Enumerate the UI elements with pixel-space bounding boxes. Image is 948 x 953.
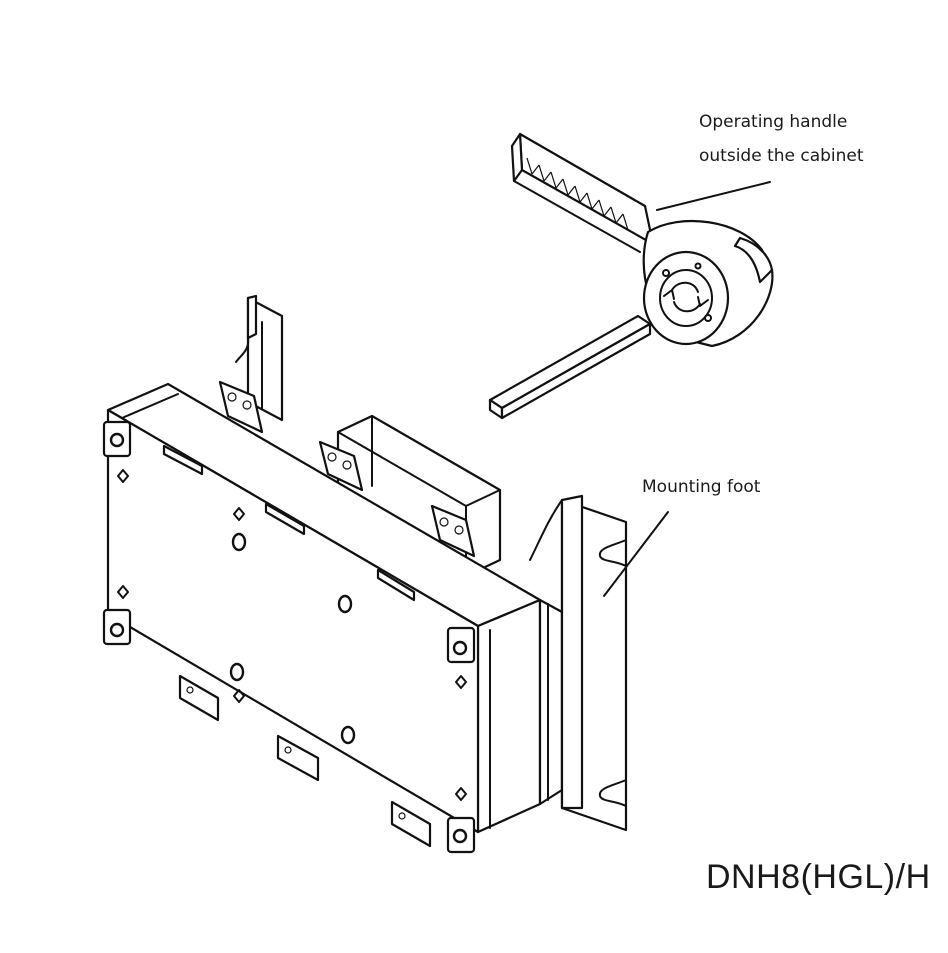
switch-body: [102, 380, 564, 854]
handle-leader-line: [656, 181, 771, 211]
front-face-holes: [117, 469, 467, 801]
top-terminals: [218, 380, 476, 558]
square-shaft: [488, 314, 652, 420]
handle-label-line2: outside the cabinet: [699, 146, 864, 166]
mounting-foot-label: Mounting foot: [642, 477, 761, 497]
bottom-terminals: [178, 674, 432, 848]
mounting-foot: [529, 494, 628, 832]
grip-ribs: [526, 157, 629, 231]
model-label: DNH8(HGL)/H: [706, 858, 931, 896]
foot-leader-line: [603, 511, 669, 597]
rear-mounting-bracket: [235, 294, 284, 422]
corner-ears: [102, 420, 476, 854]
handle-label-line1: Operating handle: [699, 112, 848, 132]
operating-handle: [510, 132, 774, 348]
